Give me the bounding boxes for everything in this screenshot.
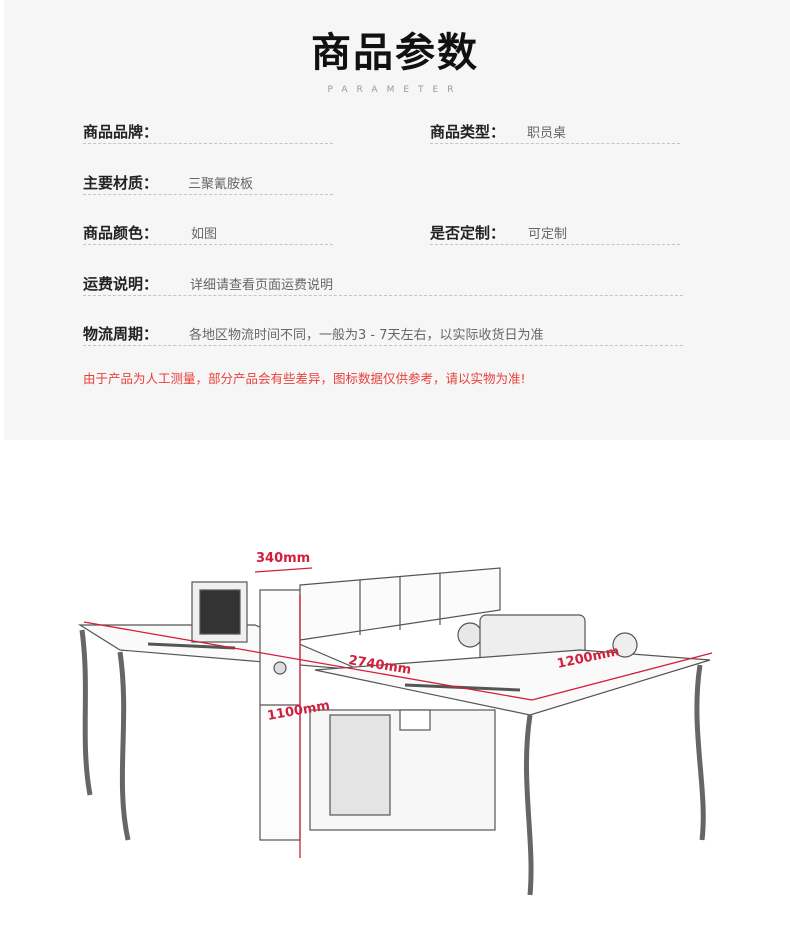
keyboard (147, 642, 236, 650)
param-row-color: 商品颜色： 如图 (83, 218, 333, 245)
headphones (457, 622, 483, 648)
param-label-brand: 商品品牌： (83, 123, 159, 141)
power-socket (399, 709, 431, 731)
page-title: 商品参数 (311, 30, 479, 76)
param-value-type: 职员桌 (527, 126, 567, 141)
param-label-color: 商品颜色： (83, 224, 159, 242)
dim-line-length (83, 621, 533, 701)
left-leg-front (79, 629, 93, 796)
right-leg-back (694, 664, 706, 841)
right-leg-front (524, 714, 534, 896)
param-row-custom: 是否定制： 可定制 (430, 218, 680, 245)
param-label-material: 主要材质： (83, 174, 159, 192)
param-row-material: 主要材质： 三聚氰胺板 (83, 168, 333, 195)
param-label-shipping: 运费说明： (83, 275, 159, 293)
laptop-display (199, 589, 241, 635)
param-value-custom: 可定制 (528, 227, 568, 242)
dim-label-depth: 340mm (256, 551, 310, 566)
param-value-color: 如图 (191, 227, 218, 242)
cabinet-lock (273, 661, 287, 675)
measurement-note: 由于产品为人工测量，部分产品会有些差异，图标数据仅供参考，请以实物为准! (83, 371, 526, 386)
param-row-brand: 商品品牌： (83, 117, 333, 144)
desk-plant (612, 632, 638, 658)
dim-line-width (531, 652, 713, 701)
param-value-shipping: 详细请查看页面运费说明 (190, 278, 334, 293)
param-value-delivery: 各地区物流时间不同，一般为3 - 7天左右，以实际收货日为准 (189, 328, 544, 343)
param-row-type: 商品类型： 职员桌 (430, 117, 680, 144)
parameter-panel (4, 0, 790, 440)
left-leg-back (117, 651, 131, 841)
right-desktop (314, 649, 711, 716)
param-label-delivery: 物流周期： (83, 325, 159, 343)
param-row-delivery: 物流周期： 各地区物流时间不同，一般为3 - 7天左右，以实际收货日为准 (83, 319, 683, 346)
desk-illustration: 340mm 2740mm 1100mm 1200mm (77, 551, 713, 896)
dim-line-depth (254, 567, 313, 573)
cabinet-door (329, 714, 391, 816)
param-row-shipping: 运费说明： 详细请查看页面运费说明 (83, 269, 683, 296)
param-value-material: 三聚氰胺板 (188, 177, 254, 192)
param-label-custom: 是否定制： (430, 224, 506, 242)
page-subtitle: PARAMETER (327, 85, 463, 95)
param-label-type: 商品类型： (430, 123, 506, 141)
